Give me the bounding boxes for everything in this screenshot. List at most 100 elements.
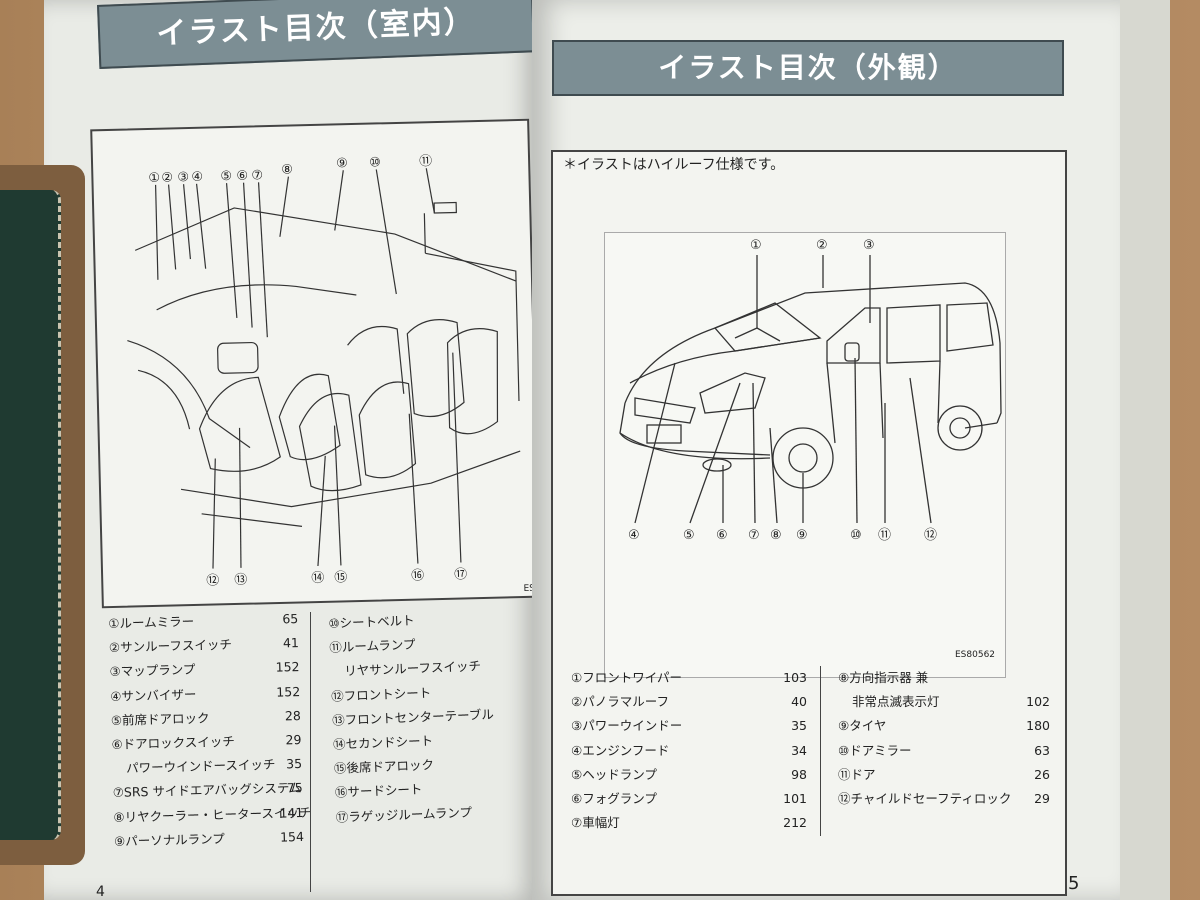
index-item-page: 35: [285, 756, 303, 772]
index-item[interactable]: ⑪ドア 26: [838, 763, 1050, 787]
index-item-label: ⑬フロントセンターテーブル: [331, 706, 495, 728]
callout-8: ⑧: [281, 162, 293, 177]
index-item-page: 102: [1026, 694, 1050, 710]
index-item-label: ⑤ヘッドランプ: [571, 766, 657, 782]
right-page-number: 5: [1068, 873, 1080, 894]
callout-6: ⑥: [716, 528, 728, 543]
right-illustration-code: ES80562: [955, 650, 995, 660]
callout-9: ⑨: [796, 528, 808, 543]
index-item-label: ⑩ドアミラー: [838, 742, 912, 758]
index-item-label: ⑰ラゲッジルームランプ: [335, 804, 473, 825]
index-item-page: 28: [284, 707, 301, 724]
index-item-label: ⑫フロントシート: [330, 684, 432, 704]
index-item-label: ⑯サードシート: [334, 781, 423, 801]
index-item[interactable]: ④エンジンフード 34: [571, 739, 807, 763]
callout-12: ⑫: [924, 528, 937, 543]
index-item-page: 103: [783, 670, 807, 685]
callout-7: ⑦: [251, 168, 263, 183]
index-item-page: 29: [1034, 790, 1050, 806]
callout-8: ⑧: [770, 528, 782, 543]
index-item-page: 98: [791, 766, 807, 782]
index-item-label: ⑥ドアロックスイッチ: [111, 733, 235, 752]
index-item-page: 26: [1034, 766, 1050, 782]
index-item-page: 35: [791, 718, 807, 734]
index-item-label: リヤサンルーフスイッチ: [344, 658, 482, 679]
index-item-label: ⑨タイヤ: [838, 718, 887, 734]
exterior-illustration-box: ① ② ③ ④ ⑤ ⑥ ⑦ ⑧ ⑨ ⑩ ⑪ ⑫ ES80562: [604, 232, 1006, 678]
callout-9: ⑨: [336, 156, 348, 171]
underlying-page-edge: [1110, 0, 1170, 900]
callout-1: ①: [148, 171, 160, 186]
callout-5: ⑤: [220, 169, 232, 184]
index-item-page: 41: [282, 635, 300, 651]
callout-17: ⑰: [454, 567, 467, 582]
index-item-page: 152: [275, 659, 300, 676]
index-item-label: ⑨パーソナルランプ: [113, 830, 226, 849]
callout-14: ⑭: [311, 571, 324, 586]
index-item-page: 152: [276, 683, 301, 700]
index-item[interactable]: ③パワーウインドー 35: [571, 714, 807, 738]
index-item[interactable]: ⑨パーソナルランプ 154: [114, 825, 305, 854]
index-item-label: ④エンジンフード: [571, 742, 670, 758]
callout-16: ⑯: [411, 568, 424, 583]
index-item-label: ⑧方向指示器 兼: [838, 670, 929, 685]
index-item-label: ⑥フォグランプ: [571, 790, 657, 806]
illustration-note: ＊イラストはハイルーフ仕様です。: [563, 157, 785, 173]
index-item-page: 212: [783, 815, 807, 831]
callout-7: ⑦: [748, 528, 760, 543]
callout-10: ⑩: [369, 155, 381, 170]
index-item-page: 65: [282, 611, 299, 627]
interior-index-list-1: ①ルームミラー 65 ②サンルーフスイッチ 41 ③マップランプ 152 ④サンバイザ…: [108, 607, 311, 854]
index-item-page: 63: [1034, 742, 1050, 758]
index-item-label: ⑮後席ドアロック: [333, 757, 435, 777]
callout-12: ⑫: [206, 573, 219, 588]
index-item-label: ④サンバイザー: [110, 686, 197, 704]
index-divider: [310, 612, 311, 892]
interior-illustration-frame: ① ② ③ ④ ⑤ ⑥ ⑦ ⑧ ⑨ ⑩ ⑪ ⑫ ⑬ ⑭ ⑮ ⑯ ⑰ ES: [90, 118, 541, 609]
index-divider: [820, 666, 821, 836]
index-item-label: ①ルームミラー: [108, 613, 195, 631]
index-item-page: 141: [279, 804, 304, 821]
index-item-label: ③パワーウインドー: [571, 718, 683, 734]
index-item[interactable]: ⑫チャイルドセーフティロック 29: [838, 787, 1050, 811]
callout-11: ⑪: [878, 528, 891, 543]
index-item-label: ②サンルーフスイッチ: [108, 636, 233, 656]
index-item[interactable]: ②パノラマルーフ 40: [571, 690, 807, 714]
callout-11: ⑪: [419, 154, 432, 169]
wallet-green-panel: [0, 190, 61, 840]
index-item-page: 40: [791, 694, 807, 710]
callout-3: ③: [863, 238, 875, 253]
index-item-label: ③マップランプ: [109, 662, 196, 680]
index-item-label: ⑪ルームランプ: [329, 636, 416, 656]
index-item[interactable]: ⑦車幅灯 212: [571, 811, 807, 835]
callout-10: ⑩: [850, 528, 862, 543]
index-item-page: 154: [279, 828, 305, 845]
left-page-number: 4: [96, 884, 105, 900]
index-item-label: ⑫チャイルドセーフティロック: [838, 790, 1012, 806]
index-item[interactable]: ⑩ドアミラー 63: [838, 739, 1050, 763]
callout-6: ⑥: [236, 169, 248, 184]
index-item-label: ⑪ドア: [838, 766, 876, 782]
callout-13: ⑬: [234, 573, 247, 588]
index-item-page: 75: [286, 780, 303, 796]
index-item[interactable]: ⑤ヘッドランプ 98: [571, 763, 807, 787]
index-item-label: ②パノラマルーフ: [571, 694, 669, 710]
callout-5: ⑤: [683, 528, 695, 543]
index-item-label: ⑩シートベルト: [328, 612, 415, 631]
index-item-label: パワーウインドースイッチ: [125, 756, 276, 776]
index-item[interactable]: ⑧方向指示器 兼: [838, 666, 1050, 690]
callout-4: ④: [191, 170, 203, 185]
interior-index-list-2: ⑩シートベルト ⑪ルームランプ リヤサンルーフスイッチ ⑫フロントシート ⑬フロ…: [328, 604, 536, 829]
index-item-label: ⑦SRS サイドエアバッグシステム: [112, 780, 302, 801]
interior-illustration: ① ② ③ ④ ⑤ ⑥ ⑦ ⑧ ⑨ ⑩ ⑪ ⑫ ⑬ ⑭ ⑮ ⑯ ⑰ ES: [127, 154, 535, 594]
index-item-page: 34: [791, 742, 807, 758]
callout-3: ③: [177, 170, 189, 185]
exterior-illustration: ① ② ③ ④ ⑤ ⑥ ⑦ ⑧ ⑨ ⑩ ⑪ ⑫ ES80562: [619, 238, 1002, 660]
index-item-label: ⑦車幅灯: [571, 815, 620, 831]
index-item-page: 29: [285, 731, 302, 748]
